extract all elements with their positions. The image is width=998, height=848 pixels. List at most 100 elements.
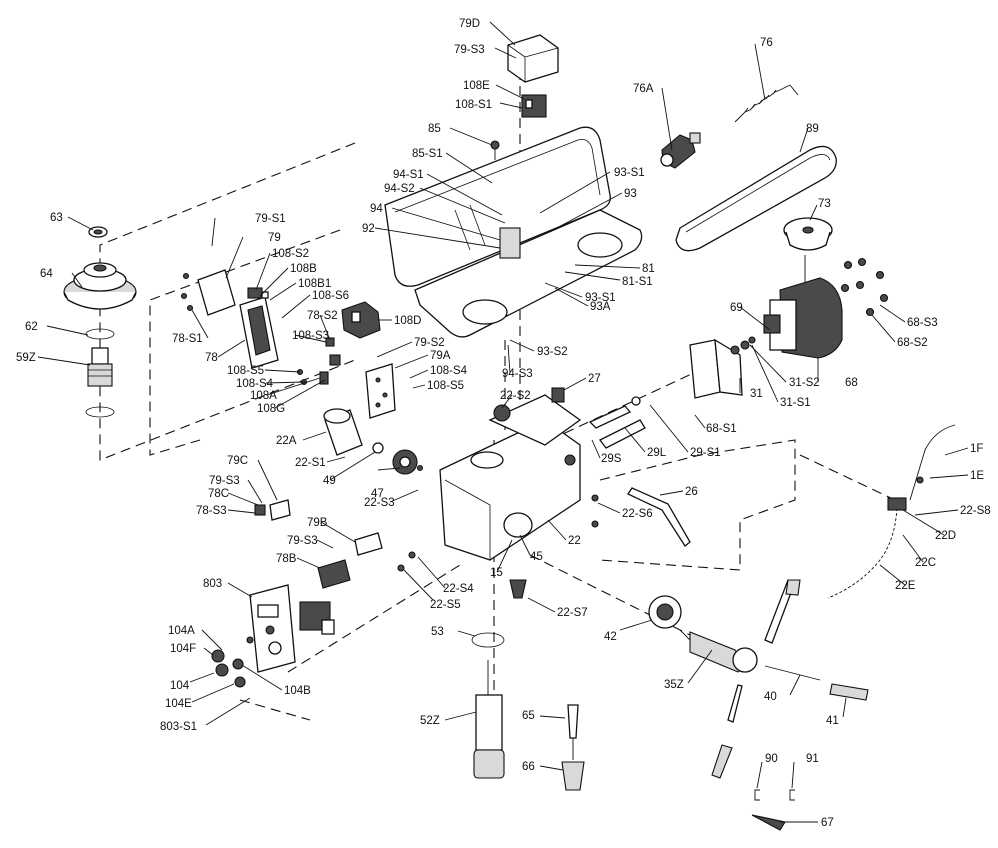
lamp-arm-1f <box>909 424 956 501</box>
label-79b: 79B <box>307 517 328 529</box>
rod-40 <box>764 665 821 681</box>
pinion-35z <box>679 629 758 673</box>
cylinder-22a <box>323 408 363 456</box>
label-76a: 76A <box>633 83 654 95</box>
label-40: 40 <box>764 691 777 703</box>
label-22a: 22A <box>276 435 297 447</box>
label-78-s1: 78-S1 <box>172 333 203 345</box>
label-22-s3: 22-S3 <box>364 497 395 509</box>
label-108-s5: 108-S5 <box>227 365 264 377</box>
label-78b: 78B <box>276 553 297 565</box>
label-29l: 29L <box>647 447 667 459</box>
label-47: 47 <box>371 488 384 500</box>
label-81-s1: 81-S1 <box>622 276 653 288</box>
label-93-s2: 93-S2 <box>537 346 568 358</box>
label-79-s3: 79-S3 <box>454 44 485 56</box>
label-78c: 78C <box>208 488 229 500</box>
plate-79a <box>365 363 396 419</box>
label-22-s4: 22-S4 <box>443 583 474 595</box>
label-108-s1: 108-S1 <box>455 99 492 111</box>
handle-26 <box>627 487 691 547</box>
buttons-104 <box>211 636 254 688</box>
label-108g: 108G <box>257 403 285 415</box>
label-108b: 108B <box>290 263 317 275</box>
handle-41 <box>829 683 869 701</box>
label-29-s1: 29-S1 <box>690 447 721 459</box>
label-85-s1: 85-S1 <box>412 148 443 160</box>
label-104a: 104A <box>168 625 195 637</box>
label-31: 31 <box>750 388 763 400</box>
motor-68 <box>763 255 843 359</box>
label-93a: 93A <box>590 301 611 313</box>
label-94-s1: 94-S1 <box>393 169 424 181</box>
motor-nuts <box>840 257 889 317</box>
label-81: 81 <box>642 263 655 275</box>
label-79-s1: 79-S1 <box>255 213 286 225</box>
label-93-s1: 93-S1 <box>614 167 645 179</box>
label-76: 76 <box>760 37 773 49</box>
label-803-s1: 803-S1 <box>160 721 197 733</box>
motor-pulley-73 <box>783 217 833 251</box>
label-94: 94 <box>370 203 383 215</box>
wedge-67 <box>751 814 786 831</box>
knob-22-s2 <box>493 404 511 422</box>
hub-42 <box>648 595 682 629</box>
shaft-29 <box>588 396 646 449</box>
label-1e: 1E <box>970 470 984 482</box>
label-79c: 79C <box>227 455 248 467</box>
label-22-s7: 22-S7 <box>557 607 588 619</box>
label-22c: 22C <box>915 557 936 569</box>
label-108e: 108E <box>463 80 490 92</box>
label-90: 90 <box>765 753 778 765</box>
label-68: 68 <box>845 377 858 389</box>
label-78: 78 <box>205 352 218 364</box>
label-15: 15 <box>490 567 503 579</box>
label-73: 73 <box>818 198 831 210</box>
label-26: 26 <box>685 486 698 498</box>
lamp-22e <box>827 497 907 599</box>
block-27 <box>551 387 565 403</box>
label-108-s4b: 108-S4 <box>430 365 468 377</box>
label-69: 69 <box>730 302 743 314</box>
label-108d: 108D <box>394 315 422 327</box>
label-94-s3: 94-S3 <box>502 368 533 380</box>
label-91: 91 <box>806 753 819 765</box>
quill-52z <box>473 660 505 779</box>
control-panel-803 <box>249 584 296 673</box>
label-52z: 52Z <box>420 715 440 727</box>
label-79-s3b: 79-S3 <box>209 475 240 487</box>
label-31-s1: 31-S1 <box>780 397 811 409</box>
label-59z: 59Z <box>16 352 36 364</box>
switch-108b <box>247 287 269 299</box>
label-22-s5: 22-S5 <box>430 599 461 611</box>
label-79-s3c: 79-S3 <box>287 535 318 547</box>
label-68-s3: 68-S3 <box>907 317 938 329</box>
switch-box-79d <box>507 34 559 83</box>
v-belt-89 <box>675 145 837 252</box>
relay-108e <box>521 94 547 118</box>
label-108b1: 108B1 <box>298 278 331 290</box>
label-108-s2: 108-S2 <box>272 248 309 260</box>
switch-108d <box>341 301 381 339</box>
label-78-s3: 78-S3 <box>196 505 227 517</box>
arbor-65 <box>567 704 579 760</box>
label-803: 803 <box>203 578 222 590</box>
label-93: 93 <box>624 188 637 200</box>
label-31-s2: 31-S2 <box>789 377 820 389</box>
label-45: 45 <box>530 551 543 563</box>
label-79: 79 <box>268 232 281 244</box>
gear-47 <box>392 449 418 475</box>
pins-90-91 <box>754 789 795 801</box>
label-92: 92 <box>362 223 375 235</box>
spacer-49 <box>372 442 384 454</box>
circuit-board-78 <box>239 296 279 369</box>
knob-22-s7 <box>509 579 527 599</box>
panel-parts <box>299 601 335 635</box>
label-85: 85 <box>428 123 441 135</box>
label-27: 27 <box>588 373 601 385</box>
label-53: 53 <box>431 626 444 638</box>
box-78b <box>317 559 351 589</box>
label-63: 63 <box>50 212 63 224</box>
